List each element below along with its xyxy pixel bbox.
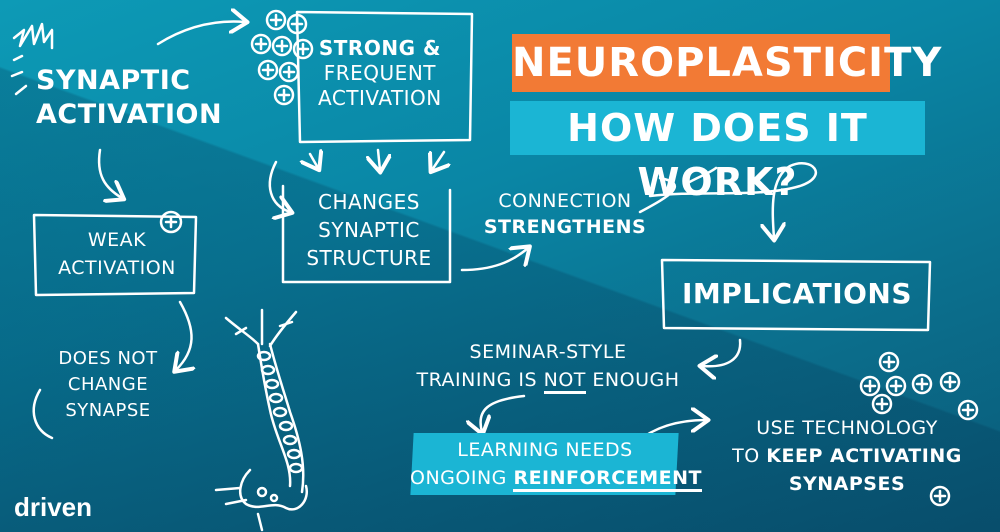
neuron-icon xyxy=(214,308,309,532)
title-how-does-it-work: HOW DOES IT WORK? xyxy=(510,101,925,204)
node-does-not-line1: DOES NOT xyxy=(58,348,158,369)
weak-box xyxy=(32,213,198,297)
plus-circle-cluster-top xyxy=(250,9,314,106)
node-synaptic-activation: SYNAPTIC ACTIVATION xyxy=(36,64,222,132)
title-neuroplasticity: NEUROPLASTICITY xyxy=(512,34,941,92)
node-connection-line1: CONNECTION xyxy=(498,190,632,212)
arrow-to-strong xyxy=(156,22,245,46)
plus-circle-cluster-bottom xyxy=(859,351,979,507)
node-synaptic-line2: ACTIVATION xyxy=(36,99,223,130)
node-connection-line2: STRENGTHENS xyxy=(483,216,647,238)
node-technology-line3: SYNAPSES xyxy=(788,473,906,495)
node-does-not-line3: SYNAPSE xyxy=(65,400,151,421)
node-changes-line2: SYNAPTIC xyxy=(318,218,420,242)
node-changes-structure: CHANGES SYNAPTIC STRUCTURE xyxy=(294,188,444,272)
node-strong-line3: ACTIVATION xyxy=(318,86,442,110)
node-seminar-line2-b: NOT xyxy=(543,369,586,394)
driven-logo: driven xyxy=(14,492,93,522)
node-technology-line2-a: TO xyxy=(732,445,767,467)
node-weak-line1: WEAK xyxy=(87,229,147,251)
node-changes-line1: CHANGES xyxy=(318,190,420,214)
node-does-not-line2: CHANGE xyxy=(67,374,149,395)
node-seminar-line2-c: ENOUGH xyxy=(585,369,680,391)
node-technology-line1: USE TECHNOLOGY xyxy=(756,417,938,439)
node-learning-line2-a: ONGOING xyxy=(410,467,514,489)
node-weak-activation: WEAK ACTIVATION xyxy=(52,226,182,282)
implications-box xyxy=(660,258,932,332)
spark-icon xyxy=(10,22,54,96)
node-connection-strengthens: CONNECTION STRENGTHENS xyxy=(480,188,650,240)
node-seminar-line2-a: TRAINING IS xyxy=(416,369,544,391)
node-technology: USE TECHNOLOGY TO KEEP ACTIVATING SYNAPS… xyxy=(712,414,982,498)
node-strong-line1: STRONG & xyxy=(318,36,441,60)
node-seminar: SEMINAR-STYLE TRAINING IS NOT ENOUGH xyxy=(408,338,688,394)
node-does-not-change: DOES NOT CHANGE SYNAPSE xyxy=(38,346,178,424)
node-technology-line2: TO KEEP ACTIVATING xyxy=(712,442,982,470)
node-strong-frequent: STRONG & FREQUENT ACTIVATION xyxy=(318,36,442,111)
node-technology-line2-b: KEEP ACTIVATING xyxy=(766,445,962,467)
node-learning-line2: ONGOING REINFORCEMENT xyxy=(410,464,702,492)
node-seminar-line2: TRAINING IS NOT ENOUGH xyxy=(408,366,688,394)
node-changes-line3: STRUCTURE xyxy=(306,246,432,270)
changes-box xyxy=(281,184,452,284)
node-learning: LEARNING NEEDS ONGOING REINFORCEMENT xyxy=(410,436,702,492)
node-seminar-line1: SEMINAR-STYLE xyxy=(469,341,627,363)
strong-box xyxy=(295,10,474,144)
node-learning-line1: LEARNING NEEDS xyxy=(457,439,633,461)
node-strong-line2: FREQUENT xyxy=(323,61,436,85)
node-implications: IMPLICATIONS xyxy=(681,277,913,310)
node-weak-line2: ACTIVATION xyxy=(58,257,176,279)
node-learning-line2-b: REINFORCEMENT xyxy=(513,467,702,492)
node-synaptic-line1: SYNAPTIC xyxy=(36,65,191,96)
